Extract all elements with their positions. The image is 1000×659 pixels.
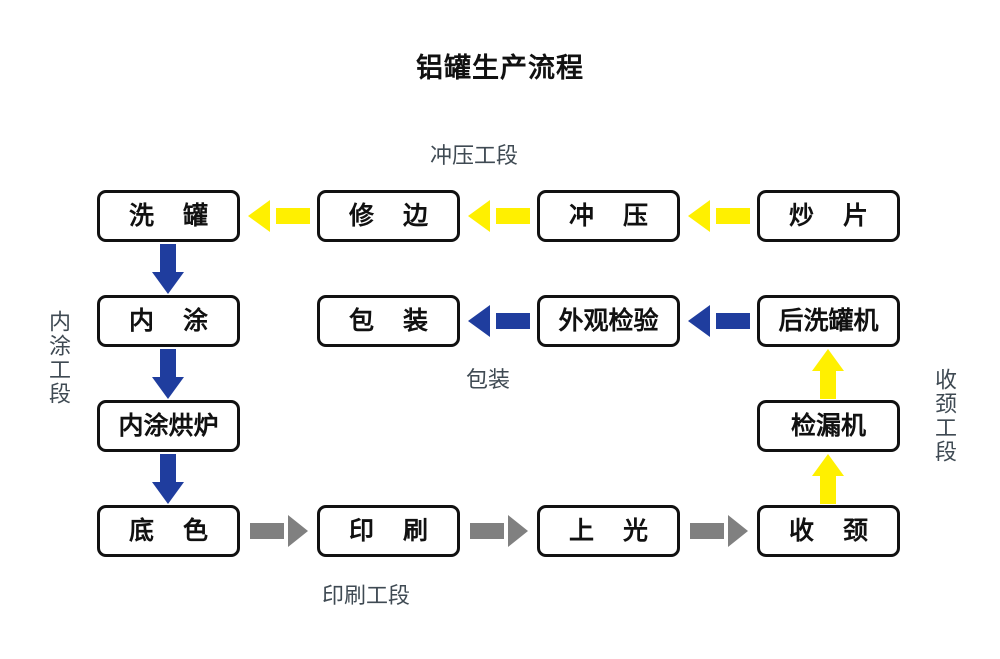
arrow-head (468, 305, 490, 337)
stage-label-stamping: 冲压工段 (430, 143, 519, 168)
arrow-shaft (250, 523, 284, 539)
arrow-head (248, 200, 270, 232)
arrow-head (508, 515, 528, 547)
stage-label-necking: 收颈工段 (932, 368, 957, 464)
arrow-head (812, 349, 844, 371)
arrow-necking-to-leak (810, 454, 846, 504)
arrow-inspect-to-packaging (468, 303, 530, 339)
node-inner-coating[interactable]: 内 涂 (97, 295, 240, 347)
arrow-leak-to-postwash (810, 349, 846, 399)
arrow-head (152, 377, 184, 399)
stage-label-printing: 印刷工段 (322, 583, 411, 608)
arrow-stamping-to-trim (468, 198, 530, 234)
node-leak-detector[interactable]: 检漏机 (757, 400, 900, 452)
arrow-shaft (496, 313, 530, 329)
arrow-shaft (276, 208, 310, 224)
node-stamping[interactable]: 冲 压 (537, 190, 680, 242)
arrow-postwash-to-inspect (688, 303, 750, 339)
arrow-trim-to-wash (248, 198, 310, 234)
arrow-coating-to-oven (150, 349, 186, 399)
arrow-oven-to-basecoat (150, 454, 186, 504)
stage-label-packaging: 包装 (466, 367, 511, 392)
arrow-wash-to-coating (150, 244, 186, 294)
node-visual-inspect[interactable]: 外观检验 (537, 295, 680, 347)
node-base-coat[interactable]: 底 色 (97, 505, 240, 557)
node-cup-blanking[interactable]: 炒 片 (757, 190, 900, 242)
arrow-shaft (820, 371, 836, 399)
arrow-shaft (716, 313, 750, 329)
arrow-head (152, 272, 184, 294)
page-title: 铝罐生产流程 (416, 53, 584, 83)
node-post-washer[interactable]: 后洗罐机 (757, 295, 900, 347)
arrow-varnish-to-necking (690, 514, 748, 548)
arrow-head (688, 305, 710, 337)
node-necking[interactable]: 收 颈 (757, 505, 900, 557)
arrow-print-to-varnish (470, 514, 528, 548)
arrow-head (152, 482, 184, 504)
arrow-shaft (690, 523, 724, 539)
node-coating-oven[interactable]: 内涂烘炉 (97, 400, 240, 452)
arrow-head (688, 200, 710, 232)
arrow-shaft (470, 523, 504, 539)
arrow-shaft (716, 208, 750, 224)
node-print[interactable]: 印 刷 (317, 505, 460, 557)
arrow-shaft (160, 454, 176, 482)
node-packaging[interactable]: 包 装 (317, 295, 460, 347)
arrow-shaft (160, 244, 176, 272)
stage-label-inner-coating: 内涂工段 (46, 310, 71, 406)
arrow-shaft (160, 349, 176, 377)
arrow-shaft (496, 208, 530, 224)
arrow-blanking-to-stamping (688, 198, 750, 234)
arrow-basecoat-to-print (250, 514, 308, 548)
arrow-head (288, 515, 308, 547)
node-wash-can[interactable]: 洗 罐 (97, 190, 240, 242)
arrow-head (812, 454, 844, 476)
arrow-head (468, 200, 490, 232)
node-trim[interactable]: 修 边 (317, 190, 460, 242)
arrow-head (728, 515, 748, 547)
node-varnish[interactable]: 上 光 (537, 505, 680, 557)
arrow-shaft (820, 476, 836, 504)
